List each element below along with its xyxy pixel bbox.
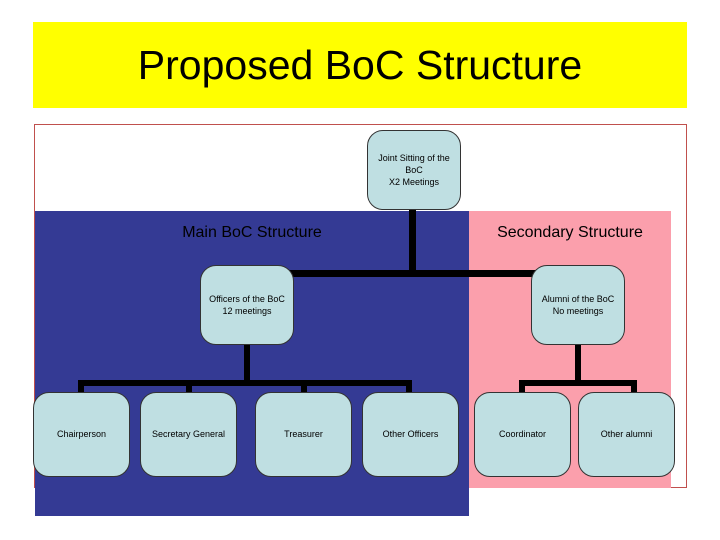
connector-drop-secretary-general <box>186 380 192 393</box>
connector-drop-treasurer <box>301 380 307 393</box>
page-title: Proposed BoC Structure <box>137 41 583 88</box>
node-joint-sitting-of-the-boc[interactable]: Joint Sitting of the BoC X2 Meetings <box>367 130 461 210</box>
node-chairperson-label: Chairperson <box>56 429 107 440</box>
node-coordinator[interactable]: Coordinator <box>474 392 571 477</box>
connector-level2-secondary-horizontal <box>519 380 637 386</box>
connector-alumni-stem <box>575 344 581 385</box>
node-alumni-of-the-boc[interactable]: Alumni of the BoC No meetings <box>531 265 625 345</box>
node-joint-sitting-line3: X2 Meetings <box>388 177 439 188</box>
connector-level2-main-horizontal <box>78 380 412 386</box>
node-coordinator-label: Coordinator <box>498 429 547 440</box>
node-other-officers[interactable]: Other Officers <box>362 392 459 477</box>
node-treasurer[interactable]: Treasurer <box>255 392 352 477</box>
connector-trunk-vertical <box>409 209 416 277</box>
node-secretary-general-label: Secretary General <box>151 429 226 440</box>
node-other-alumni-label: Other alumni <box>600 429 653 440</box>
node-officers-of-the-boc[interactable]: Officers of the BoC 12 meetings <box>200 265 294 345</box>
title-banner: Proposed BoC Structure <box>33 22 687 108</box>
node-chairperson[interactable]: Chairperson <box>33 392 130 477</box>
node-other-alumni[interactable]: Other alumni <box>578 392 675 477</box>
node-alumni-line1: Alumni of the BoC <box>541 293 615 304</box>
node-alumni-line2: No meetings <box>552 306 604 316</box>
node-officers-line2: 12 meetings <box>222 306 272 316</box>
node-treasurer-label: Treasurer <box>284 429 323 440</box>
connector-drop-coordinator <box>519 380 525 393</box>
node-joint-sitting-line2: BoC <box>405 164 423 175</box>
panel-label-secondary: Secondary Structure <box>497 224 643 241</box>
connector-drop-other-alumni <box>631 380 637 393</box>
connector-drop-chairperson <box>78 380 84 393</box>
node-officers-line1: Officers of the BoC <box>209 293 285 304</box>
node-secretary-general[interactable]: Secretary General <box>140 392 237 477</box>
connector-drop-other-officers <box>406 380 412 393</box>
connector-officers-stem <box>244 344 250 385</box>
panel-label-main: Main BoC Structure <box>182 224 322 241</box>
node-other-officers-label: Other Officers <box>382 429 439 440</box>
node-joint-sitting-line1: Joint Sitting of the <box>378 152 450 163</box>
connector-level1-horizontal <box>243 270 578 277</box>
